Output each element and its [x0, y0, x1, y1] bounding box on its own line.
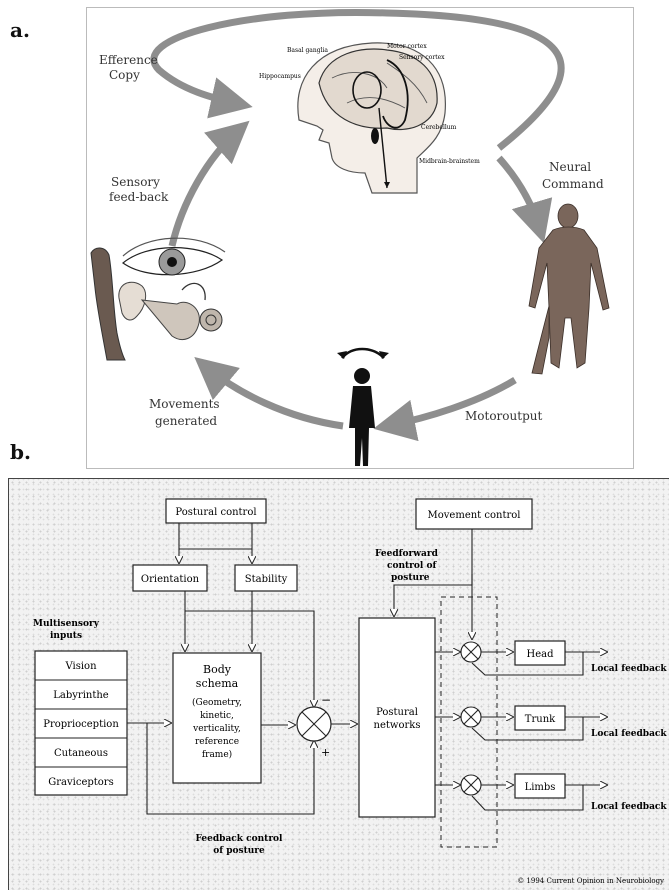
motor-output-label: Motoroutput	[465, 409, 542, 423]
movement-control-box	[415, 498, 533, 530]
efference-copy-arrow	[150, 8, 565, 151]
local-feedback-head: Local feedback	[591, 664, 667, 674]
feedforward-label-2: control of	[387, 561, 437, 571]
movement-control-label: Movement control	[428, 510, 521, 521]
panel-b-label: b.	[10, 440, 31, 464]
body-schema-line-2: kinetic,	[200, 711, 234, 721]
copyright-note: © 1994 Current Opinion in Neurobiology	[517, 877, 664, 885]
neural-command-arrow	[496, 155, 553, 244]
postural-control-box	[165, 498, 267, 524]
panel-b-postural-control: Postural control Movement control Orient…	[8, 478, 669, 890]
feedforward-label-3: posture	[391, 573, 430, 583]
plus-sign: +	[321, 746, 330, 759]
eye-illustration	[122, 237, 226, 276]
panel-a-diagram: Basal ganglia Motor cortex Sensory corte…	[90, 8, 610, 466]
input-cutaneous: Cutaneous	[54, 748, 108, 759]
effector-trunk: Trunk	[525, 714, 556, 725]
neural-command-label-2: Command	[542, 177, 604, 191]
leg-illustration	[90, 247, 126, 361]
minus-sign: −	[321, 693, 331, 707]
movements-generated-arrow	[194, 356, 344, 430]
brain-label-basal-ganglia: Basal ganglia	[287, 47, 328, 54]
local-feedback-trunk: Local feedback	[591, 729, 667, 739]
orientation-box	[132, 564, 208, 592]
brain-label-hippocampus: Hippocampus	[259, 73, 301, 80]
input-labyrinthe: Labyrinthe	[53, 690, 109, 701]
sensory-feedback-arrow	[168, 120, 250, 247]
muscle-body-illustration	[528, 203, 610, 375]
body-schema-title-1: Body	[203, 663, 232, 676]
stability-label: Stability	[245, 574, 288, 585]
effector-limbs: Limbs	[525, 782, 556, 793]
input-graviceptors: Graviceptors	[48, 777, 113, 788]
brain-label-sensory-cortex: Sensory cortex	[399, 54, 445, 61]
feedback-control-label-1: Feedback control	[196, 834, 284, 844]
input-proprioception: Proprioception	[43, 719, 119, 730]
postural-control-label: Postural control	[175, 507, 256, 518]
postural-networks-box	[358, 617, 436, 818]
panel-b-diagram: Postural control Movement control Orient…	[33, 498, 667, 885]
sensory-feedback-label-2: feed-back	[109, 190, 169, 204]
standing-person-silhouette	[337, 347, 389, 466]
brain-label-midbrain: Midbrain-brainstem	[419, 158, 480, 165]
limbs-loop	[435, 773, 607, 811]
panel-a-sensorimotor-loop: Basal ganglia Motor cortex Sensory corte…	[86, 7, 634, 469]
motor-output-arrow	[373, 377, 517, 442]
dashed-feedback-region	[440, 596, 498, 848]
orientation-label: Orientation	[141, 574, 200, 585]
head-loop	[435, 640, 607, 676]
comparator-junction	[296, 706, 332, 742]
neural-command-label-1: Neural	[549, 160, 591, 174]
body-schema-box	[172, 652, 262, 784]
efference-copy-label-1: Efference	[99, 53, 158, 67]
input-vision: Vision	[64, 661, 97, 672]
body-schema-line-5: frame)	[202, 749, 232, 760]
body-schema-line-4: reference	[195, 737, 239, 747]
sensory-input-list: Vision Labyrinthe Proprioception Cutaneo…	[34, 650, 128, 796]
movements-generated-label-1: Movements	[149, 397, 220, 411]
multisensory-label-1: Multisensory	[33, 619, 100, 629]
head-brain-illustration	[297, 42, 446, 194]
ear-illustration	[118, 281, 223, 340]
panel-a-label: a.	[10, 18, 30, 42]
effector-head: Head	[526, 649, 554, 660]
efference-copy-label-2: Copy	[109, 68, 140, 82]
movements-generated-label-2: generated	[155, 414, 217, 428]
postural-networks-label-2: networks	[374, 720, 421, 731]
multisensory-label-2: inputs	[50, 631, 82, 641]
body-schema-line-1: (Geometry,	[192, 697, 242, 708]
feedback-control-label-2: of posture	[213, 846, 265, 856]
stability-box	[234, 564, 298, 592]
local-feedback-limbs: Local feedback	[591, 802, 667, 812]
brain-label-motor-cortex: Motor cortex	[387, 43, 427, 50]
postural-networks-label-1: Postural	[376, 707, 418, 718]
feedforward-label-1: Feedforward	[375, 549, 439, 559]
trunk-loop	[435, 705, 607, 741]
brain-label-cerebellum: Cerebellum	[421, 124, 457, 131]
body-schema-title-2: schema	[196, 677, 239, 690]
sensory-feedback-label-1: Sensory	[111, 175, 160, 189]
body-schema-line-3: verticality,	[192, 724, 241, 734]
